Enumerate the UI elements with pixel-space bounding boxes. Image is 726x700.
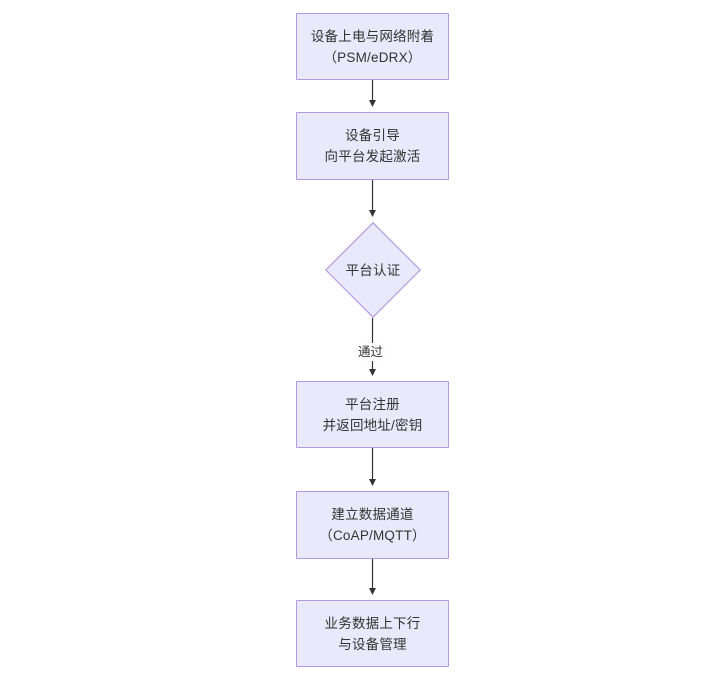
node-label: 设备上电与网络附着 （PSM/eDRX） [310, 28, 435, 65]
node-label: 平台认证 [345, 262, 401, 278]
node-device-bootstrap[interactable]: 设备引导 向平台发起激活 [296, 112, 449, 180]
node-platform-authentication[interactable]: 平台认证 [325, 222, 421, 318]
node-device-power-on[interactable]: 设备上电与网络附着 （PSM/eDRX） [296, 13, 449, 80]
node-data-channel[interactable]: 建立数据通道 （CoAP/MQTT） [296, 491, 449, 559]
node-label: 业务数据上下行 与设备管理 [324, 615, 421, 652]
node-label: 平台注册 并返回地址/密钥 [322, 396, 423, 433]
node-platform-registration[interactable]: 平台注册 并返回地址/密钥 [296, 381, 449, 448]
node-label: 设备引导 向平台发起激活 [324, 128, 421, 164]
node-business-data[interactable]: 业务数据上下行 与设备管理 [296, 600, 449, 667]
edge-label-pass: 通过 [355, 343, 387, 361]
diamond-shape-icon [325, 222, 421, 318]
node-label: 建立数据通道 （CoAP/MQTT） [319, 507, 426, 543]
